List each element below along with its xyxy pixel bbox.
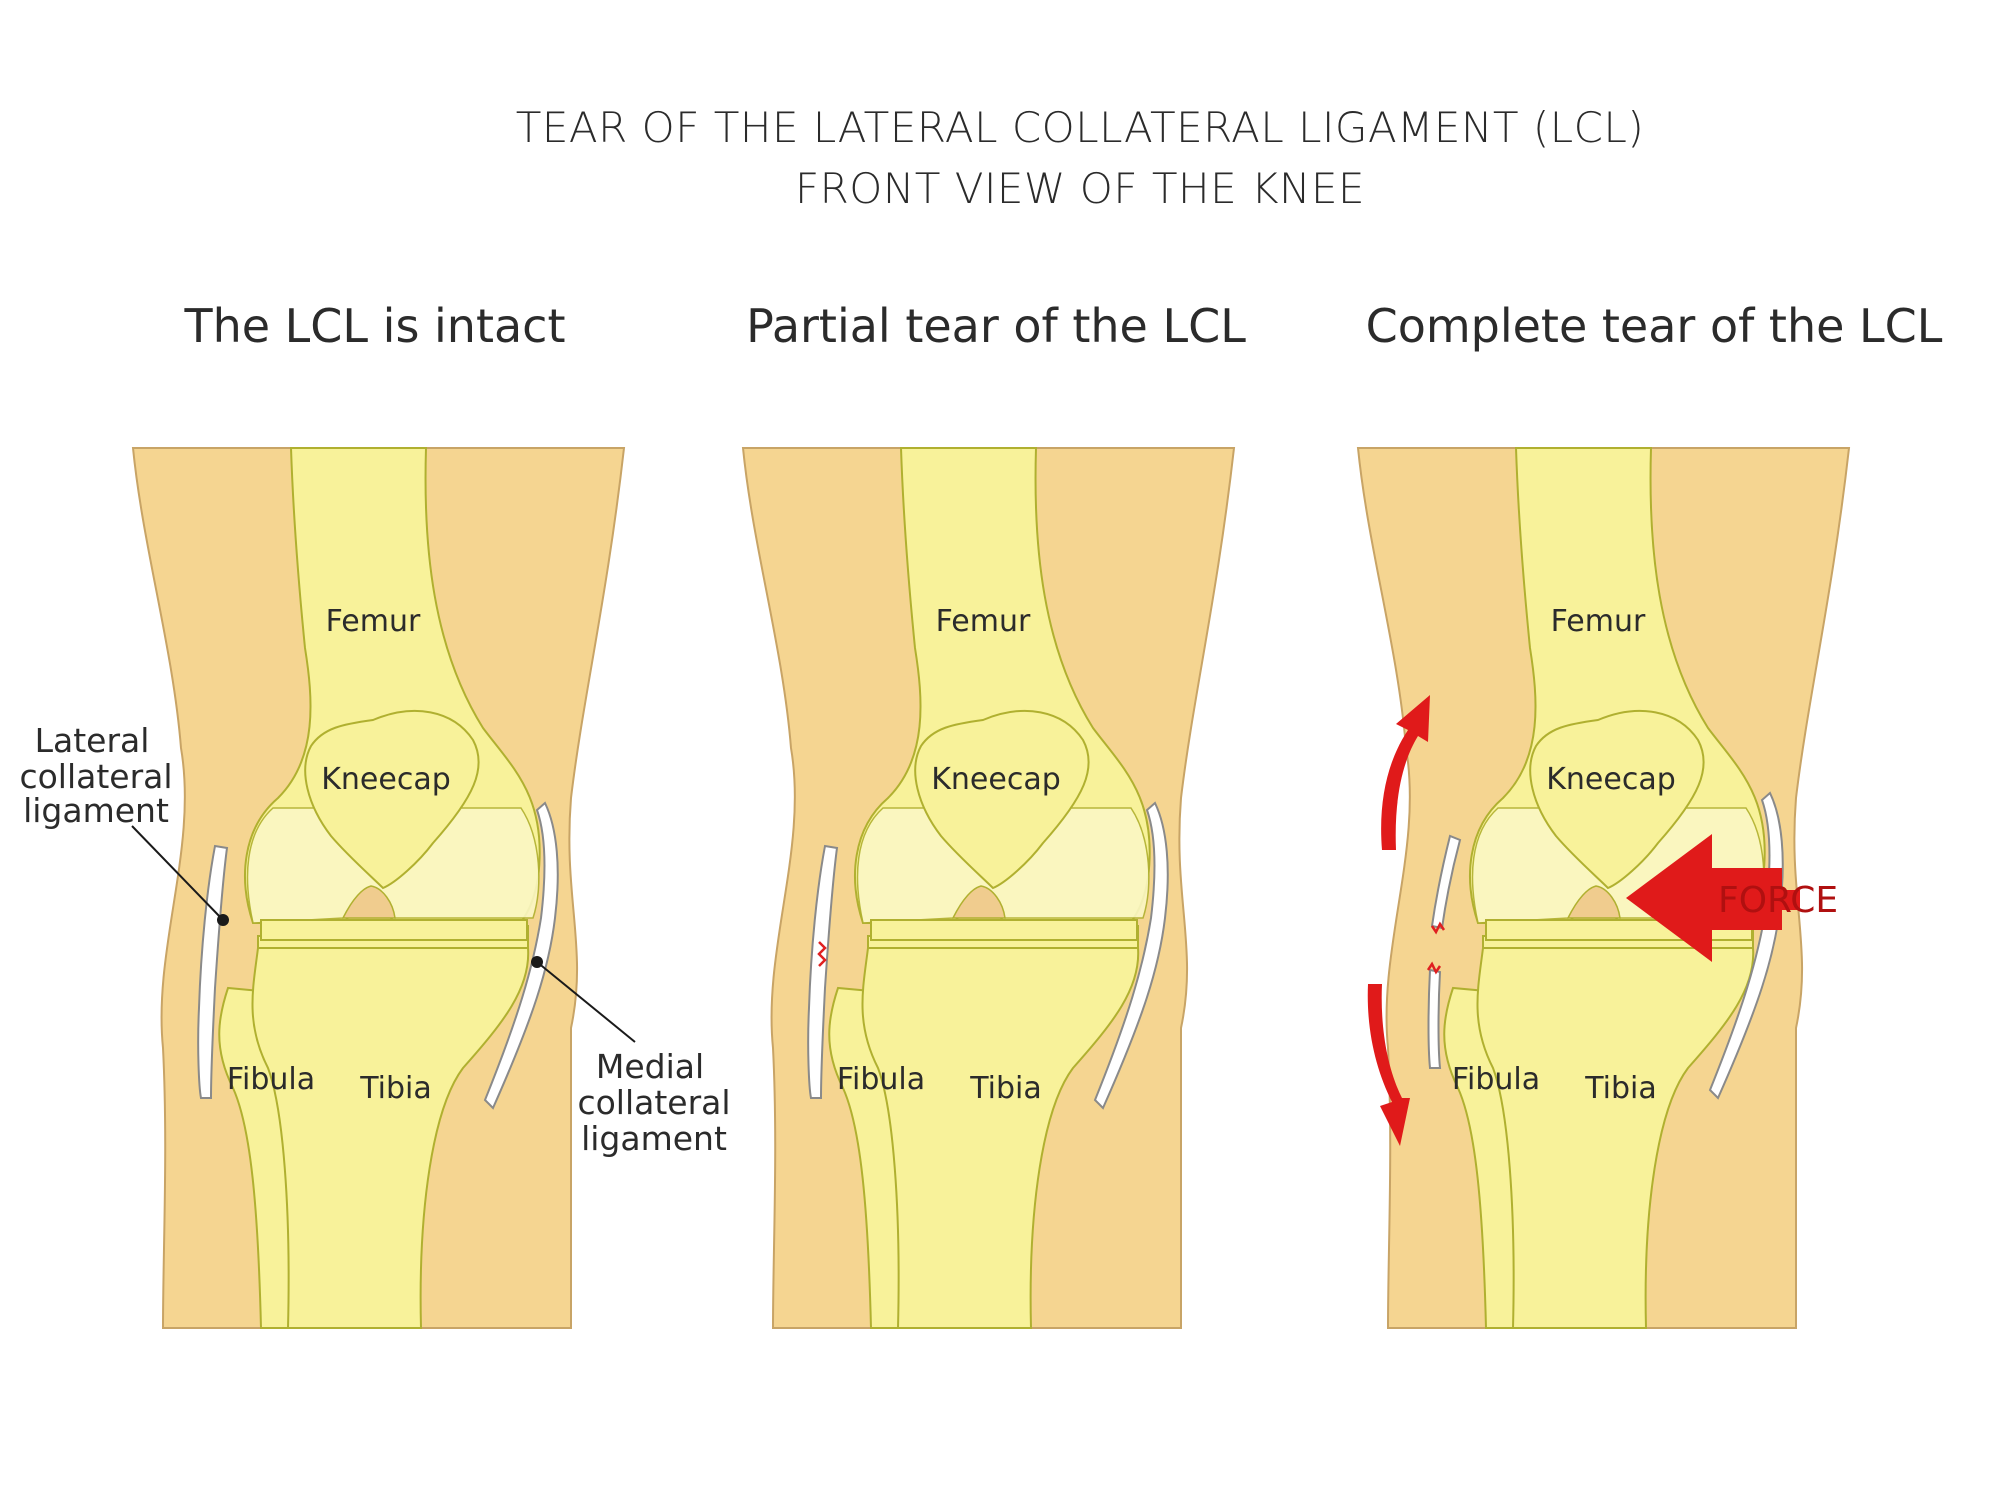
fibula-label: Fibula (837, 1062, 925, 1097)
knee-panel-intact: Femur Kneecap Fibula Tibia (132, 447, 625, 1329)
fibula-label: Fibula (1452, 1062, 1540, 1097)
tear-mark-upper (1430, 921, 1446, 935)
lcl-lower-fragment (1427, 968, 1442, 1069)
tibia-label: Tibia (1584, 1071, 1657, 1106)
lcl-pointer-line (131, 825, 224, 921)
knee-panel-complete: Femur Kneecap Fibula Tibia (1357, 447, 1850, 1329)
mcl-pointer-line (536, 961, 636, 1043)
lcl-callout-line1: Lateral (35, 721, 150, 760)
tibia-label: Tibia (359, 1071, 432, 1106)
kneecap-label: Kneecap (321, 762, 451, 797)
upper-curved-arrow (1381, 695, 1430, 850)
lower-curved-arrow (1367, 984, 1410, 1146)
panel-heading-intact: The LCL is intact (183, 299, 565, 353)
panel-heading-complete: Complete tear of the LCL (1366, 299, 1943, 353)
mcl-callout-line3: ligament (581, 1119, 727, 1158)
force-label: FORCE (1718, 880, 1838, 921)
kneecap-label: Kneecap (1546, 762, 1676, 797)
tear-mark-lower (1426, 961, 1442, 975)
main-title-line1: TEAR OF THE LATERAL COLLATERAL LIGAMENT … (516, 103, 1645, 152)
mcl-callout-line1: Medial (596, 1047, 704, 1086)
mcl-callout-line2: collateral (577, 1083, 730, 1122)
knee-panel-partial: Femur Kneecap Fibula Tibia (742, 447, 1235, 1329)
fibula-label: Fibula (227, 1062, 315, 1097)
lcl-callout-line3: ligament (23, 791, 169, 830)
femur-label: Femur (326, 604, 421, 639)
lcl-callout-line2: collateral (19, 757, 172, 796)
panel-heading-partial: Partial tear of the LCL (746, 299, 1246, 353)
femur-label: Femur (936, 604, 1031, 639)
curved-arrow-icon (1367, 695, 1430, 1146)
kneecap-label: Kneecap (931, 762, 1061, 797)
main-title-line2: FRONT VIEW OF THE KNEE (795, 164, 1365, 213)
arrow-left-icon: FORCE (1626, 834, 1838, 962)
force-arrow (1626, 834, 1800, 962)
tibia-label: Tibia (969, 1071, 1042, 1106)
partial-tear-mark (817, 941, 827, 967)
femur-label: Femur (1551, 604, 1646, 639)
